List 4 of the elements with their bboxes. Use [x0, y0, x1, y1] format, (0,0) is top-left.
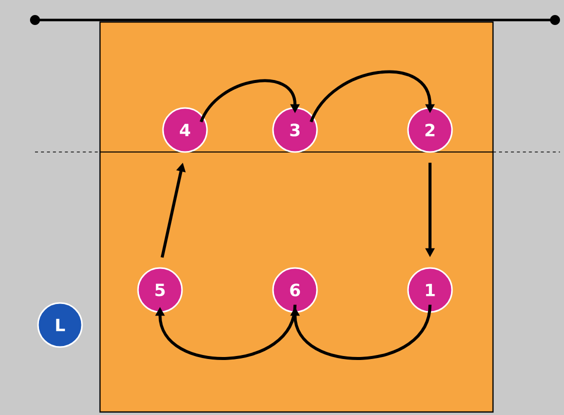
arrow: [310, 70, 435, 123]
arrow: [200, 79, 300, 123]
arrow: [290, 304, 432, 360]
arrow: [155, 304, 296, 360]
